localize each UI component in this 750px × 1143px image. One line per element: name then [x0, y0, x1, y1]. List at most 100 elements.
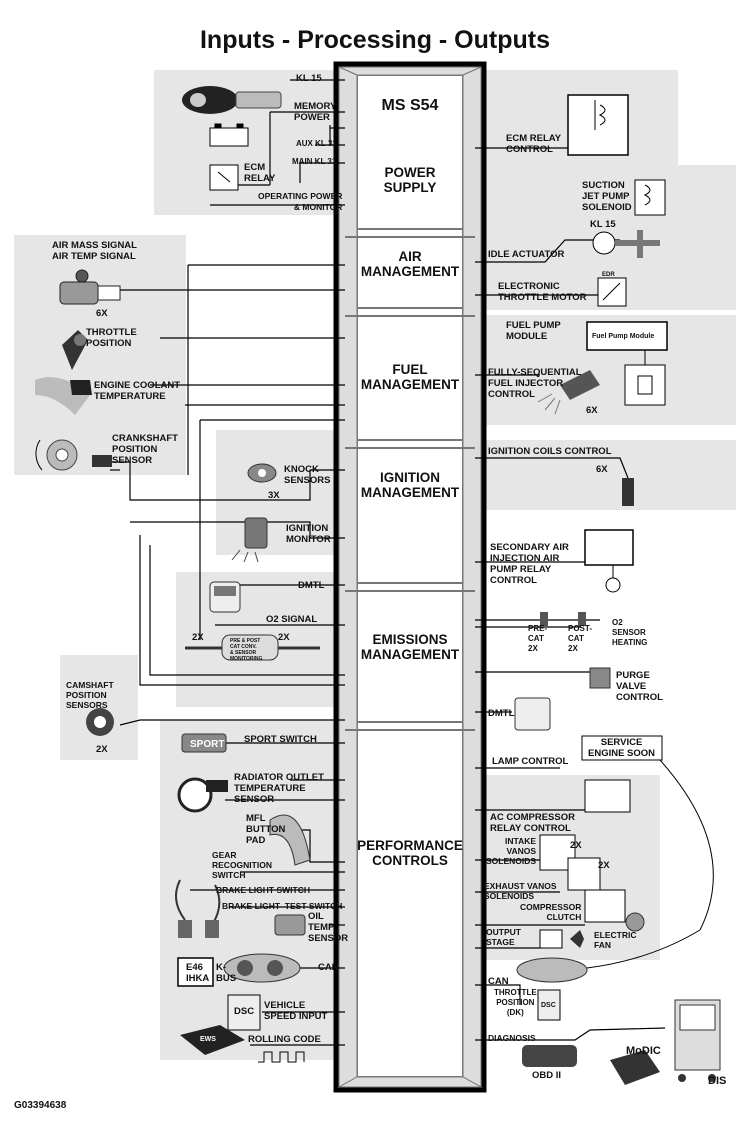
oil-temp-sensor-icon [274, 914, 306, 936]
label-electronic-throttle: ELECTRONIC THROTTLE MOTOR [498, 281, 587, 303]
electric-fan-icon [539, 929, 584, 949]
label-throttle-position: THROTTLE POSITION [86, 327, 137, 349]
label-operating-power: OPERATING POWER & MONITOR [258, 191, 343, 212]
section-emissions: EMISSIONS MANAGEMENT [360, 632, 460, 662]
modic-icon [610, 1050, 660, 1085]
label-throttle-dk: THROTTLE POSITION (DK) [494, 988, 537, 1017]
diagram-title: Inputs - Processing - Outputs [199, 26, 550, 54]
section-power: POWER SUPPLY [383, 165, 437, 195]
module-label: MS S54 [381, 97, 439, 114]
label-idle-actuator: IDLE ACTUATOR [488, 249, 565, 260]
label-vehicle-speed: VEHICLE SPEED INPUT [264, 1000, 328, 1022]
panel-sensors-left [14, 235, 186, 475]
label-air-mass-count: 6X [96, 308, 108, 319]
dmtl-output-icon [514, 697, 551, 731]
o2-sensor-icons [540, 612, 586, 626]
label-ecm-relay-control: ECM RELAY CONTROL [506, 133, 562, 155]
label-kl15-right: KL 15 [590, 219, 616, 230]
ignition-coil-icon [622, 478, 634, 506]
key-icon [182, 86, 282, 114]
label-ignition-coils: IGNITION COILS CONTROL [488, 446, 612, 457]
label-kbus: K- BUS [216, 962, 237, 984]
ac-relay-icon [584, 779, 631, 813]
label-brake-light-switch: BRAKE LIGHT SWITCH [216, 885, 310, 895]
crankshaft-icon [35, 439, 112, 471]
label-obd: OBD II [532, 1070, 562, 1081]
label-can-in: CAN [318, 962, 339, 973]
coolant-sensor-icon [35, 377, 92, 415]
section-performance: PERFORMANCE CONTROLS [357, 838, 463, 868]
ecm-dividers [345, 228, 475, 731]
label-memory-power: MEMORY POWER [294, 101, 337, 123]
secondary-air-relay-icon [584, 529, 634, 593]
label-exhaust-vanos: EXHAUST VANOS SOLENOIDS [484, 881, 557, 901]
cluster-output-icon [516, 929, 701, 983]
label-dsc: DSC [234, 1006, 255, 1017]
label-camshaft-count: 2X [96, 744, 108, 755]
label-secondary-air: SECONDARY AIR INJECTION AIR PUMP RELAY C… [490, 542, 569, 586]
label-electric-fan: ELECTRIC FAN [594, 930, 637, 950]
label-dis: DIS [708, 1075, 727, 1087]
label-output-stage: OUTPUT STAGE [486, 927, 521, 947]
label-modic: MoDIC [626, 1045, 661, 1057]
dsc-output-icon [537, 989, 561, 1021]
panel-ignition-left [216, 430, 350, 555]
label-compressor-clutch: COMPRESSOR CLUTCH [520, 902, 582, 922]
right-components [514, 94, 721, 1085]
label-rolling-code: ROLLING CODE [248, 1034, 321, 1045]
label-o2-signal: O2 SIGNAL [266, 614, 318, 625]
section-ignition: IGNITION MANAGEMENT [360, 470, 460, 500]
label-purge-valve: PURGE VALVE CONTROL [616, 670, 663, 703]
figure-id: G03394638 [14, 1100, 67, 1111]
label-ac-compressor: AC COMPRESSOR RELAY CONTROL [490, 812, 575, 834]
battery-icon [209, 123, 249, 147]
section-fuel: FUEL MANAGEMENT [360, 362, 460, 392]
label-edr: EDR [602, 272, 615, 278]
label-e46-ihka: E46 IHKA [186, 962, 210, 984]
label-sport-switch: SPORT SWITCH [244, 734, 317, 745]
dmtl-pump-icon [209, 581, 241, 613]
throttle-sensor-icon [62, 330, 88, 370]
panel-camshaft [60, 655, 138, 760]
label-camshaft: CAMSHAFT POSITION SENSORS [66, 680, 114, 710]
exhaust-vanos-relay-icon [567, 857, 601, 891]
label-crankshaft: CRANKSHAFT POSITION SENSOR [112, 433, 178, 466]
fuel-injector-icon [537, 370, 600, 415]
suction-jet-solenoid-icon [634, 179, 666, 216]
label-dsc-out: DSC [541, 1002, 556, 1009]
purge-valve-icon [589, 667, 611, 689]
left-components [35, 86, 320, 1063]
label-can-out: CAN [488, 976, 509, 987]
label-pre-cat: PRE- CAT 2X [528, 624, 548, 653]
label-knock: KNOCK SENSORS [284, 464, 331, 486]
sport-button: SPORT [190, 739, 225, 750]
gear-switch-icon [175, 879, 221, 938]
rolling-code-waveform [258, 1051, 305, 1063]
compressor-clutch-icon [584, 889, 645, 932]
label-ews: EWS [200, 1036, 216, 1043]
ecm-bevels [337, 66, 483, 1088]
fuel-pump-box-label: Fuel Pump Module [592, 333, 655, 340]
connection-lines [70, 79, 666, 1046]
label-o2-heating: O2 SENSOR HEATING [612, 618, 648, 647]
maf-sensor-icon [59, 269, 121, 305]
radiator-sensor-icon [177, 777, 228, 813]
ecm-relay-icon [209, 164, 239, 191]
panel-coils-right [478, 440, 736, 510]
fuel-pump-module-icon [586, 321, 668, 406]
label-lamp-control: LAMP CONTROL [492, 756, 569, 767]
label-dmtl-out: DMTL [488, 708, 515, 719]
service-engine-soon-box [581, 735, 714, 931]
label-suction-jet: SUCTION JET PUMP SOLENOID [582, 180, 632, 213]
label-air-mass: AIR MASS SIGNAL AIR TEMP SIGNAL [52, 240, 137, 262]
dis-tester-icon [674, 999, 721, 1082]
ecm-relay-box-icon [567, 94, 629, 156]
label-service-engine: SERVICE ENGINE SOON [588, 737, 656, 759]
label-intake-count: 2X [570, 840, 582, 851]
label-post-cat: POST- CAT 2X [568, 624, 593, 653]
label-mfl: MFL BUTTON PAD [246, 813, 286, 846]
label-o2-right-count: 2X [278, 632, 290, 643]
idle-actuator-icon [592, 230, 660, 258]
label-diagnosis: DIAGNOSIS [488, 1033, 536, 1043]
